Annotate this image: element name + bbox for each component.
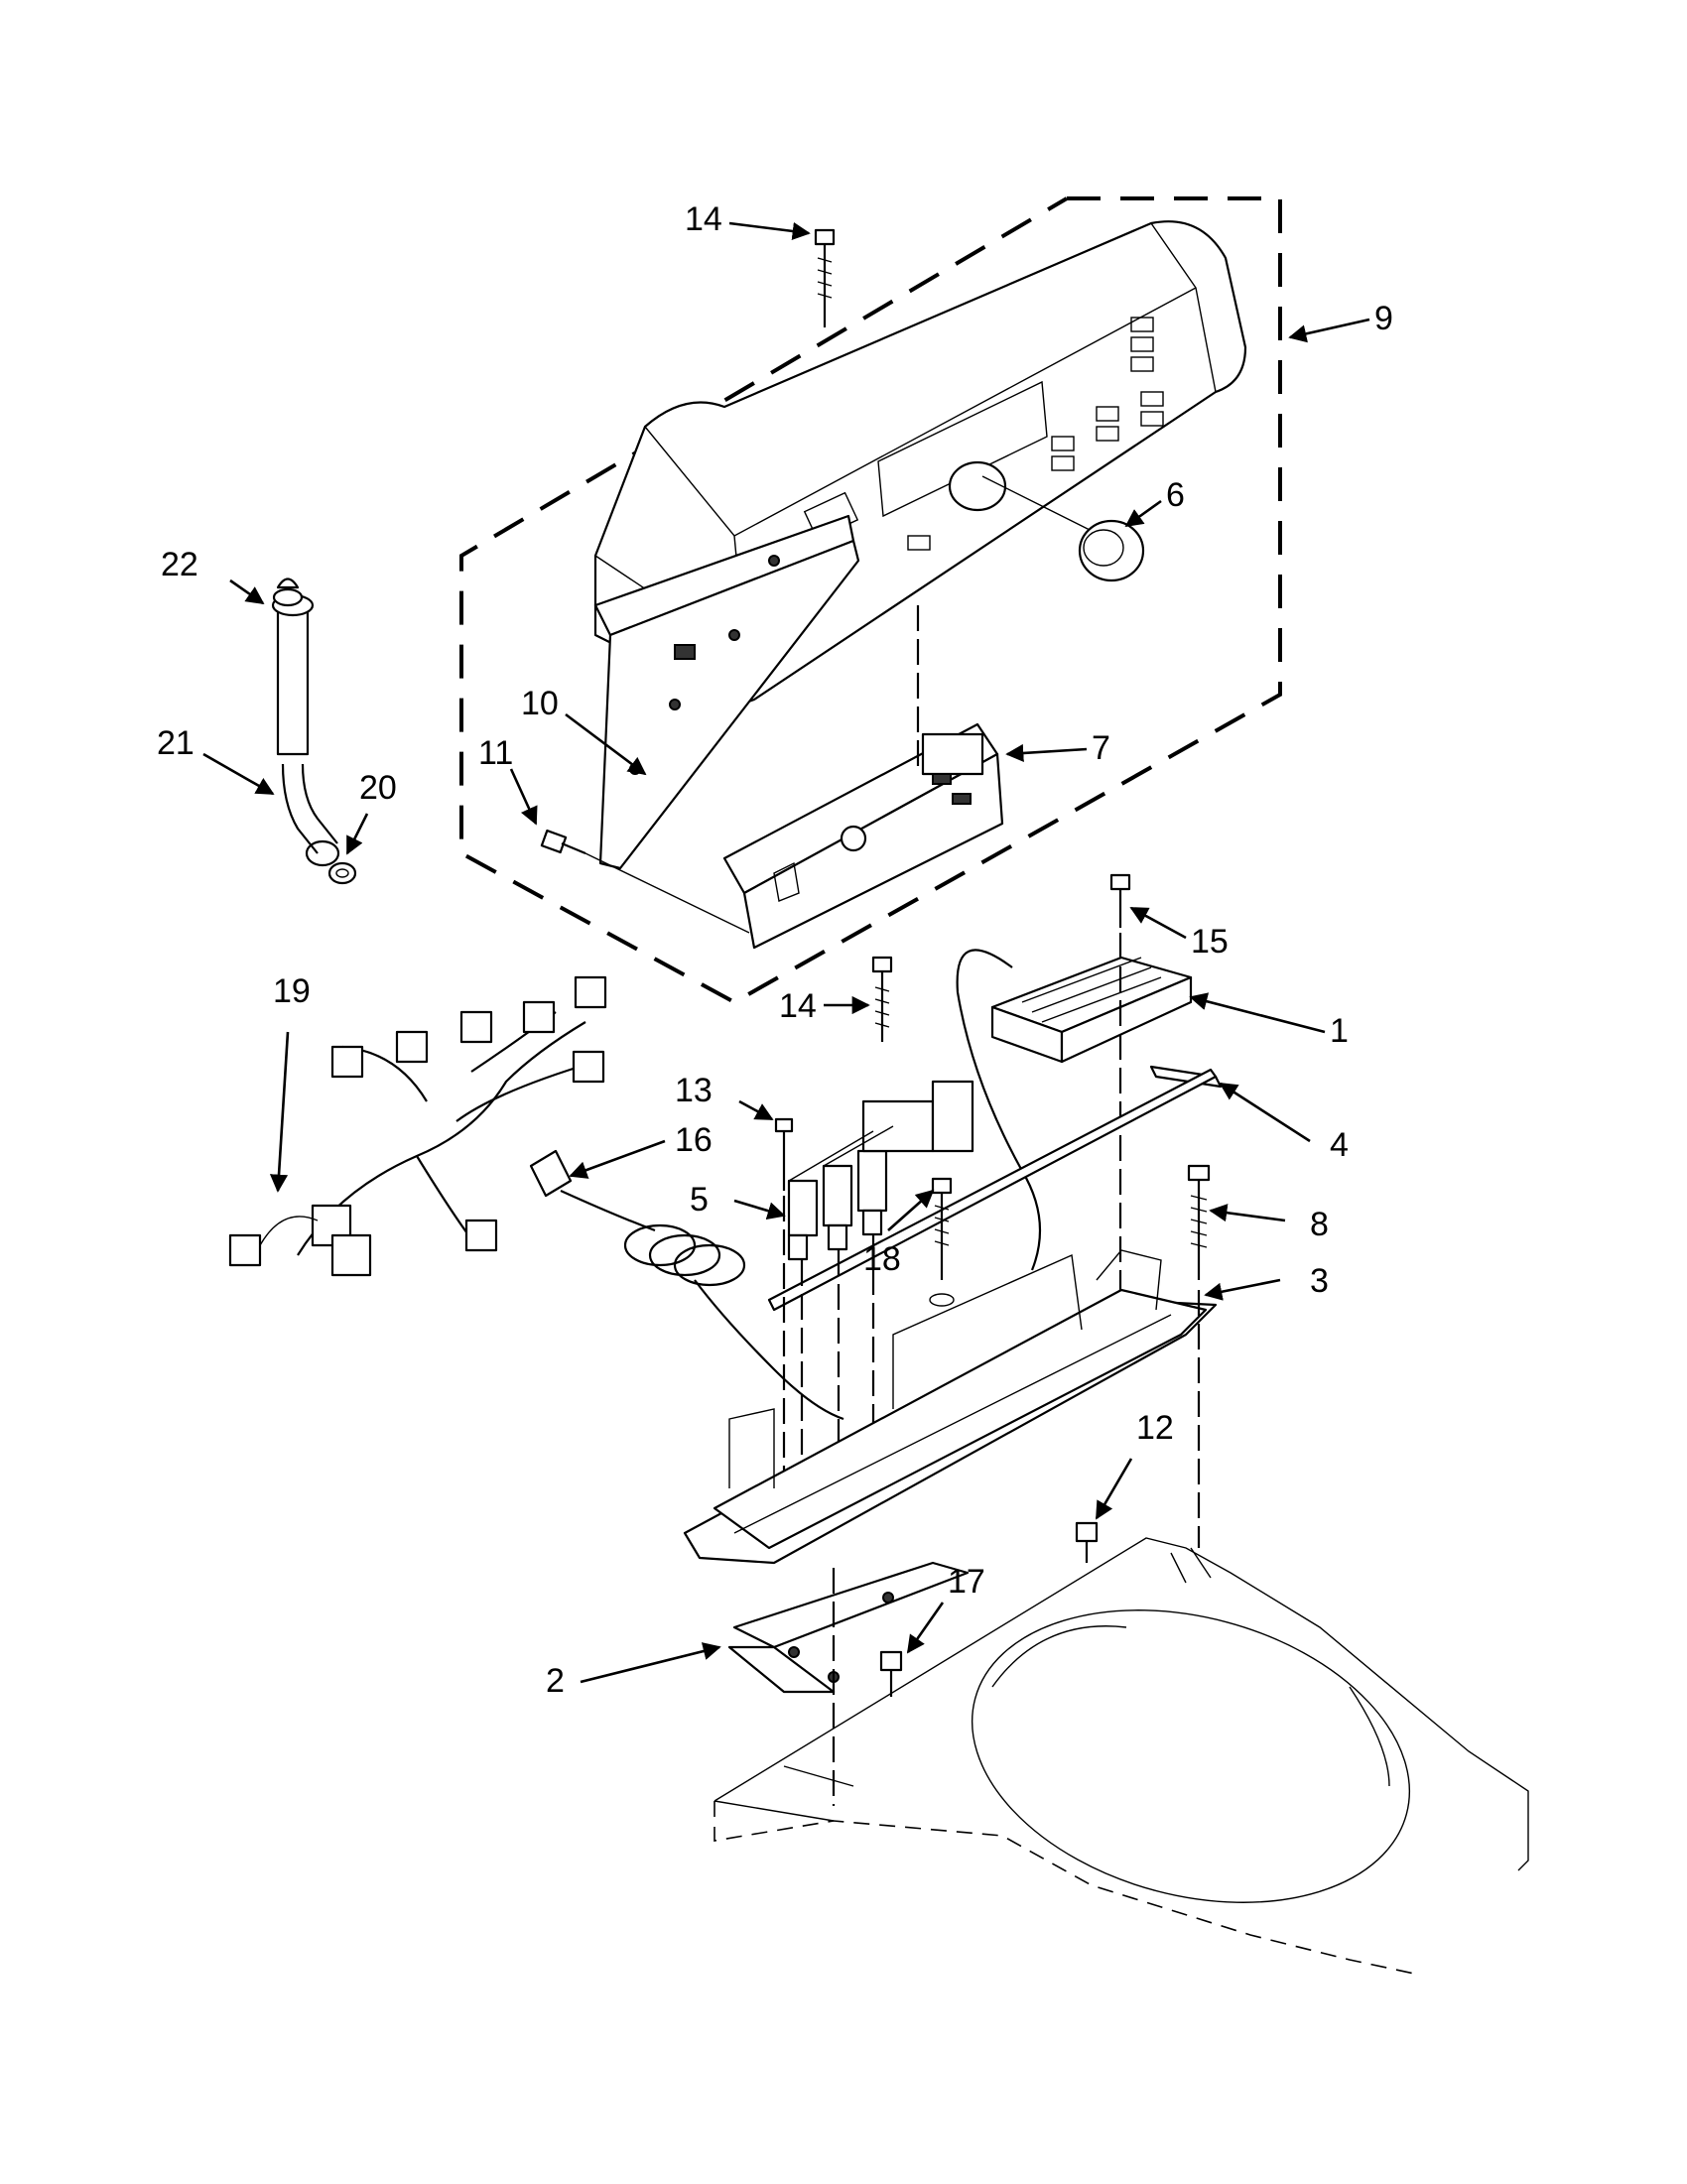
inlet-hose[interactable] [271, 593, 340, 867]
callout-19: 19 [273, 972, 311, 1010]
callout-7: 7 [1092, 729, 1110, 767]
user-interface-board[interactable] [722, 722, 1004, 950]
leader-lines [202, 221, 1370, 1684]
callout-4: 4 [1330, 1126, 1349, 1164]
console-assembly-boundary [459, 196, 1282, 1005]
callout-3: 3 [1310, 1262, 1329, 1300]
callout-15: 15 [1191, 923, 1229, 961]
screw-13[interactable] [774, 1117, 794, 1488]
callout-numbers: 14 9 6 22 21 20 10 11 7 15 1 14 19 4 13 … [157, 200, 1393, 1700]
hose-cap[interactable] [272, 578, 304, 607]
callout-13: 13 [675, 1072, 713, 1109]
callout-21: 21 [157, 724, 195, 762]
power-cord[interactable] [529, 1149, 844, 1421]
callout-8: 8 [1310, 1206, 1329, 1243]
callout-14-top: 14 [685, 200, 722, 238]
support-rod[interactable] [767, 1065, 1223, 1312]
callout-22: 22 [161, 546, 198, 583]
callout-9: 9 [1374, 300, 1393, 337]
wire-harness[interactable] [228, 975, 607, 1277]
callout-1: 1 [1330, 1012, 1349, 1050]
washer-top-cover [714, 1537, 1529, 1976]
water-valve[interactable] [787, 1080, 974, 1261]
electronic-control-board[interactable] [956, 949, 1193, 1271]
display-board[interactable] [593, 514, 860, 870]
console-base[interactable] [683, 1249, 1218, 1565]
callout-20: 20 [359, 769, 397, 807]
callout-11: 11 [478, 734, 513, 772]
mounting-bracket[interactable] [727, 1561, 970, 1694]
callout-16: 16 [675, 1121, 713, 1159]
control-knob[interactable] [981, 475, 1145, 582]
callout-10: 10 [521, 685, 559, 722]
callout-14-mid: 14 [779, 987, 817, 1025]
screw-15[interactable] [1109, 873, 1131, 1310]
screw-8[interactable] [1187, 1164, 1211, 1548]
clip-17[interactable] [879, 1650, 903, 1697]
callout-12: 12 [1136, 1409, 1174, 1447]
callout-17: 17 [948, 1563, 985, 1601]
callout-5: 5 [690, 1181, 709, 1219]
screw-11[interactable] [540, 829, 750, 934]
hose-washer[interactable] [327, 861, 357, 885]
keypad-buttons [907, 317, 1164, 551]
callout-18: 18 [863, 1240, 901, 1278]
screw-mid[interactable] [871, 956, 893, 1042]
screw-18[interactable] [929, 1177, 955, 1307]
callout-6: 6 [1166, 476, 1185, 514]
screw-top[interactable] [814, 228, 836, 327]
callout-2: 2 [546, 1662, 565, 1700]
knob-hub [948, 460, 1007, 512]
clip-12[interactable] [1075, 1521, 1099, 1563]
